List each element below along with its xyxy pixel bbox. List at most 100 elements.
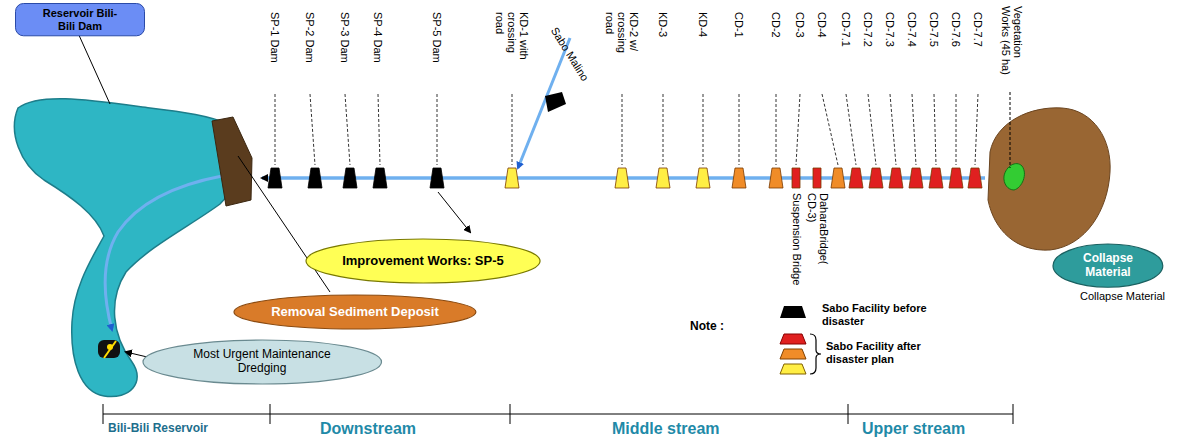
dredger-symbol xyxy=(104,341,116,358)
facility-label: CD-7.4 xyxy=(906,12,918,72)
facility-label: KD-1 with crossing road xyxy=(494,12,530,74)
sabo-dam xyxy=(545,92,566,112)
leader-line xyxy=(622,94,623,165)
sabo-facility xyxy=(869,168,883,188)
leader-line xyxy=(378,94,380,165)
facility-label: CD-2 xyxy=(770,12,782,72)
sabo-facility xyxy=(831,168,845,188)
leader-line xyxy=(776,94,777,165)
leader-line xyxy=(1010,92,1011,168)
note-label: Collapse Material xyxy=(1080,290,1187,302)
leader-line xyxy=(275,94,276,165)
sabo-facility xyxy=(308,168,322,188)
facility-label: CD-7.1 xyxy=(840,12,852,72)
sabo-facility xyxy=(615,168,629,188)
facility-label: SP-2 Dam xyxy=(304,12,316,82)
callout-oval: Most Urgent Maintenance Dredging xyxy=(142,339,383,385)
leader-line xyxy=(846,94,856,165)
leader-line xyxy=(975,94,978,165)
sabo-facility xyxy=(696,168,710,188)
legend-text: Sabo Facility after disaster plan xyxy=(826,340,946,365)
facility-label: CD-4 xyxy=(816,12,828,72)
legend-text: Sabo Facility before disaster xyxy=(822,302,942,327)
leader-line xyxy=(663,94,664,165)
section-label: Upper stream xyxy=(862,420,1012,438)
collapse-area xyxy=(988,108,1110,250)
facility-label: KD-2 w/ crossing road xyxy=(604,12,640,74)
sabo-facility xyxy=(732,168,746,188)
facility-label: CD-7.6 xyxy=(950,12,962,72)
sabo-facility xyxy=(792,168,800,188)
label-box: Reservoir Bili-Bili Dam xyxy=(15,3,145,36)
facility-label: CD-7.7 xyxy=(972,12,984,72)
leader-line xyxy=(912,94,916,165)
leader-line xyxy=(310,94,315,165)
facility-label: CD-7.5 xyxy=(928,12,940,72)
leader-line xyxy=(934,94,936,165)
vegetation-area xyxy=(1004,164,1025,190)
facility-label: SP-4 Dam xyxy=(372,12,384,82)
legend-brace xyxy=(810,334,821,374)
legend-symbol xyxy=(780,364,806,374)
node-text: Most Urgent Maintenance Dredging xyxy=(180,348,345,376)
section-tick xyxy=(103,404,104,424)
node-text: Collapse Material xyxy=(1075,252,1141,280)
facility-label: Sabo Malino xyxy=(549,25,602,99)
section-label: Middle stream xyxy=(612,420,772,438)
facility-label: KD-4 xyxy=(697,12,709,72)
legend-symbol xyxy=(780,349,806,359)
sabo-facility xyxy=(929,168,943,188)
sabo-facility xyxy=(343,168,357,188)
facility-label: SP-5 Dam xyxy=(431,12,443,82)
legend-symbol xyxy=(780,306,806,318)
node-text: Removal Sediment Deposit xyxy=(271,305,439,320)
sabo-facility xyxy=(268,168,282,188)
sabo-facility xyxy=(849,168,863,188)
node-text: Improvement Works: SP-5 xyxy=(342,254,504,269)
facility-label: SP-1 Dam xyxy=(269,12,281,82)
sabo-facility xyxy=(505,168,519,188)
sabo-facility xyxy=(769,168,783,188)
section-tick xyxy=(510,404,511,424)
sabo-facility xyxy=(949,168,963,188)
leader-line xyxy=(78,33,110,104)
leader-line xyxy=(345,94,350,165)
callout-oval: Removal Sediment Deposit xyxy=(233,294,477,330)
section-label: Bili-Bili Reservoir xyxy=(108,422,268,435)
sabo-facility xyxy=(430,168,444,188)
sabo-facility xyxy=(373,168,387,188)
leader-line xyxy=(512,94,513,165)
section-tick xyxy=(270,404,271,424)
leader-line xyxy=(796,94,800,165)
node-text: Reservoir Bili-Bili Dam xyxy=(35,7,125,32)
facility-label: SP-3 Dam xyxy=(339,12,351,82)
note-label: Note : xyxy=(690,320,750,333)
leader-line xyxy=(238,156,330,292)
sabo-facility xyxy=(968,168,982,188)
section-label: Downstream xyxy=(320,420,460,438)
callout-oval: Improvement Works: SP-5 xyxy=(305,238,541,284)
callout-oval: Collapse Material xyxy=(1052,243,1164,288)
dam-body xyxy=(212,117,252,206)
leader-line xyxy=(739,94,740,165)
section-tick xyxy=(848,404,849,424)
dredger-symbol xyxy=(98,340,120,358)
facility-label: Suspension Bridge xyxy=(791,193,803,303)
legend-symbol xyxy=(780,334,806,344)
facility-label: CD-7.2 xyxy=(862,12,874,72)
facility-label: KD-3 xyxy=(657,12,669,72)
sabo-facility xyxy=(813,168,821,188)
reservoir-flow xyxy=(105,176,222,330)
sabo-facility xyxy=(656,168,670,188)
leader-line xyxy=(703,94,704,165)
facility-label: CD-1 xyxy=(733,12,745,72)
leader-line xyxy=(437,94,438,165)
facility-label: Vegetation Works (45 ha) xyxy=(1000,6,1024,86)
leader-line xyxy=(890,94,896,165)
leader-line xyxy=(956,94,957,165)
sabo-facility xyxy=(889,168,903,188)
leader-line xyxy=(822,94,838,165)
facility-label: DaharaBridge( CD-3) xyxy=(806,193,830,265)
facility-label: CD-3 xyxy=(794,12,806,72)
facility-label: CD-7.3 xyxy=(884,12,896,72)
